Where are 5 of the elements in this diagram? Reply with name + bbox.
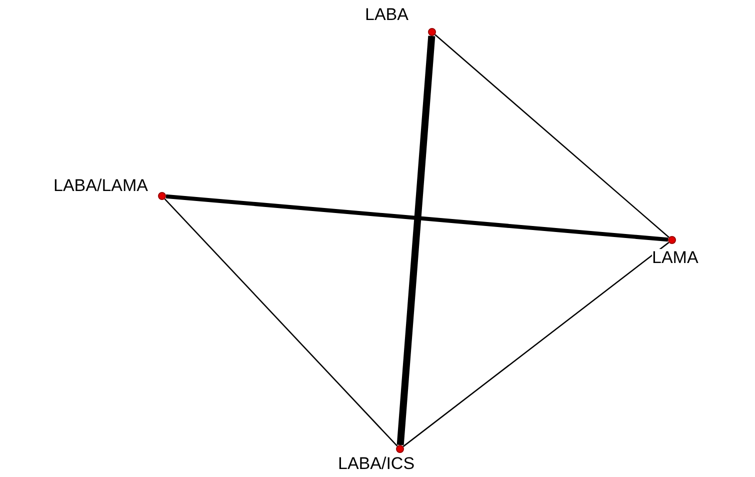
connector-line (164, 198, 398, 447)
connector-line (434, 34, 670, 238)
connector-line (402, 242, 670, 448)
connector-line (166, 194, 668, 242)
connector-line (396, 36, 436, 446)
